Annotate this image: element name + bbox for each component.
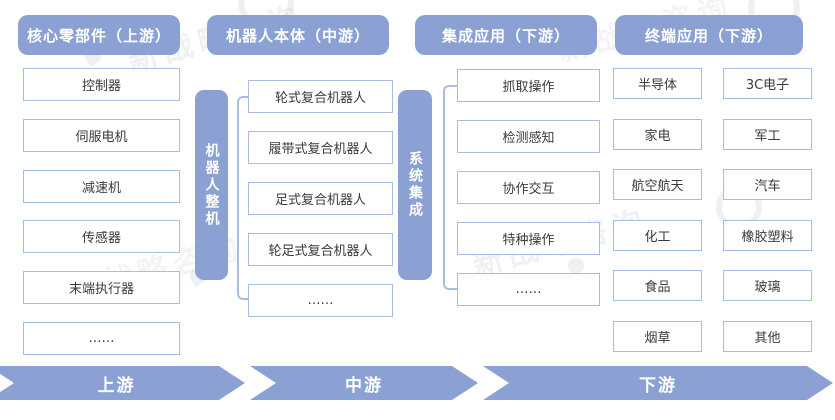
chain-box: 特种操作: [457, 222, 600, 255]
chain-box: 协作交互: [457, 171, 600, 204]
chain-box: 烟草: [613, 320, 702, 352]
chain-box: 化工: [613, 219, 702, 251]
chain-box: 航空航天: [613, 169, 702, 200]
vertical-bar-robot-machine: 机器人整机: [195, 90, 228, 280]
chain-box: 传感器: [23, 220, 180, 254]
chain-box: 橡胶塑料: [723, 219, 812, 251]
chain-box: 汽车: [723, 169, 812, 200]
chain-box: 轮足式复合机器人: [248, 233, 393, 266]
vertical-bar-system-integration: 系统集成: [398, 90, 432, 280]
chain-box-ellipsis: ……: [23, 321, 180, 355]
column-end-applications-left: 半导体 家电 航空航天 化工 食品 烟草: [613, 68, 702, 352]
chain-box: 履带式复合机器人: [248, 131, 393, 164]
flow-arrow-midstream: 中游: [250, 366, 478, 400]
chain-box: 半导体: [613, 68, 702, 99]
chain-box: 末端执行器: [23, 271, 180, 305]
chain-box: 家电: [613, 118, 702, 150]
column-end-applications-right: 3C电子 军工 汽车 橡胶塑料 玻璃 其他: [723, 68, 812, 352]
bracket-robot-body: [237, 96, 248, 300]
chain-box: 检测感知: [457, 120, 600, 153]
column-core-components: 控制器 伺服电机 减速机 传感器 末端执行器 ……: [23, 68, 180, 355]
chain-box: 减速机: [23, 169, 180, 203]
chain-box: 抓取操作: [457, 69, 600, 102]
chain-box: 玻璃: [723, 270, 812, 301]
column-robot-body: 轮式复合机器人 履带式复合机器人 足式复合机器人 轮足式复合机器人 ……: [248, 80, 393, 317]
chain-box: 轮式复合机器人: [248, 80, 393, 113]
header-robot-body: 机器人本体（中游）: [207, 15, 389, 55]
flow-arrow-upstream: 上游: [0, 366, 245, 400]
header-core-components: 核心零部件（上游）: [18, 15, 180, 55]
chain-box: 足式复合机器人: [248, 182, 393, 215]
chain-box: 其他: [723, 320, 812, 352]
column-integration: 抓取操作 检测感知 协作交互 特种操作 ……: [457, 69, 600, 306]
chain-box: 食品: [613, 270, 702, 301]
chain-box-ellipsis: ……: [457, 273, 600, 306]
chain-box: 伺服电机: [23, 118, 180, 152]
chain-box: 3C电子: [723, 68, 812, 99]
header-integration: 集成应用（下游）: [415, 15, 597, 55]
header-end-applications: 终端应用（下游）: [615, 15, 803, 55]
flow-arrow-downstream: 下游: [483, 366, 833, 400]
bracket-integration: [443, 85, 457, 290]
chain-box: 控制器: [23, 68, 180, 101]
chain-box: 军工: [723, 118, 812, 150]
chain-box-ellipsis: ……: [248, 284, 393, 317]
